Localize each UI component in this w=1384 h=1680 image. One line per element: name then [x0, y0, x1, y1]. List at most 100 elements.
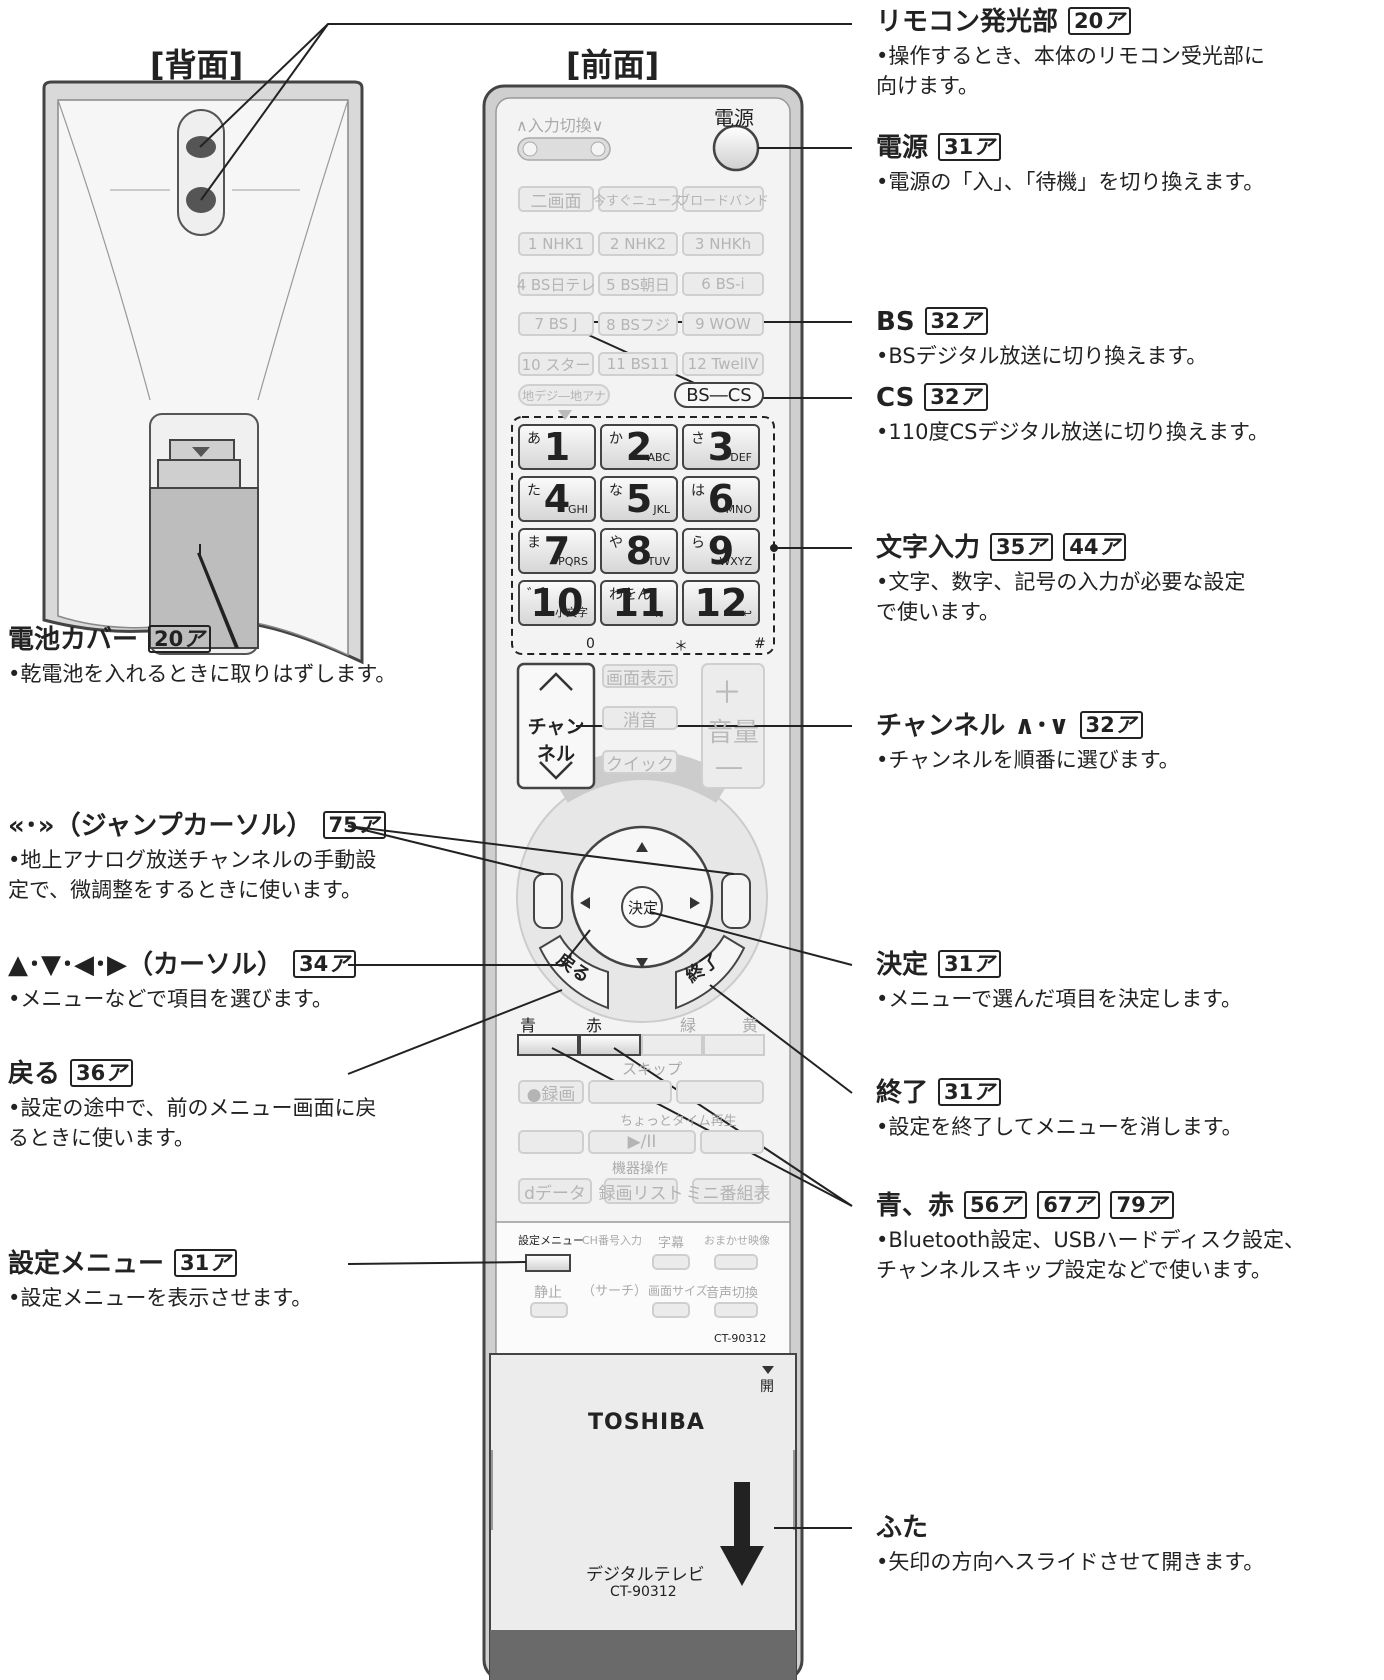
preset-button[interactable]: 1 NHK1: [518, 232, 594, 256]
terrestrial-toggle-button[interactable]: 地デジ―地アナ: [518, 384, 610, 406]
preset-button[interactable]: 11 BS11: [598, 352, 678, 376]
cursor-down-button[interactable]: [630, 952, 654, 972]
annotation-title: «･»（ジャンプカーソル）: [8, 811, 313, 841]
screen-size-button[interactable]: [652, 1302, 690, 1318]
quick-button[interactable]: クイック: [602, 750, 678, 775]
yellow-label: 黄: [742, 1016, 759, 1035]
power-label: 電源: [714, 106, 754, 130]
key-number: 3: [707, 425, 735, 469]
annotation-desc: •Bluetooth設定、USBハードディスク設定、 チャンネルスキップ設定など…: [876, 1228, 1305, 1282]
preset-button[interactable]: 8 BSフジ: [598, 312, 678, 336]
fast-forward-button[interactable]: [700, 1130, 764, 1154]
power-button[interactable]: [714, 126, 758, 170]
preset-button[interactable]: 12 TwellV: [682, 352, 764, 376]
channel-up-button[interactable]: [520, 666, 592, 706]
lid-slide-arrow[interactable]: [720, 1482, 764, 1586]
cursor-left-button[interactable]: [576, 892, 596, 916]
volume-up-label[interactable]: ＋: [712, 676, 742, 711]
preset-button[interactable]: 2 NHK2: [598, 232, 678, 256]
key-letters: TUV: [647, 555, 670, 568]
key-kana: か: [609, 431, 623, 447]
audio-switch-button[interactable]: [714, 1302, 758, 1318]
key-letters: ABC: [647, 451, 670, 464]
omakase-button[interactable]: [714, 1254, 758, 1270]
rewind-button[interactable]: [518, 1130, 584, 1154]
data-button[interactable]: dデータ: [518, 1178, 592, 1204]
search-label: （サーチ）: [582, 1284, 648, 1299]
mini-guide-button[interactable]: ミニ番組表: [686, 1178, 771, 1204]
jump-left-button[interactable]: [534, 874, 562, 928]
page-ref: 31ア: [938, 1078, 1002, 1106]
stop-button[interactable]: [676, 1080, 764, 1104]
front-heading: [前面]: [566, 46, 660, 84]
recording-list-button[interactable]: 録画リスト: [599, 1178, 684, 1204]
settings-menu-button[interactable]: [526, 1255, 570, 1271]
preset-button[interactable]: 4 BS日テレ: [517, 272, 595, 296]
annotation-title: 終了: [876, 1078, 929, 1108]
screen-size-label: 画面サイズ: [648, 1284, 708, 1298]
pause-button[interactable]: [530, 1302, 568, 1318]
device-op-label: 機器操作: [612, 1161, 668, 1177]
annotation-desc: •メニューで選んだ項目を決定します。: [876, 987, 1243, 1011]
cursor-right-button[interactable]: [688, 892, 708, 916]
screen-display-button[interactable]: 画面表示: [602, 664, 678, 689]
page-ref: 31ア: [938, 950, 1002, 978]
play-pause-button[interactable]: ▶/II: [588, 1130, 696, 1154]
volume-down-label[interactable]: ―: [716, 752, 742, 782]
preset-button[interactable]: 5 BS朝日: [598, 272, 678, 296]
bs-cs-toggle-button[interactable]: BS―CS: [674, 382, 764, 408]
annotation-desc: •チャンネルを順番に選びます。: [876, 748, 1180, 772]
key-kana: ゛゜: [527, 587, 555, 603]
preset-button[interactable]: 9 WOW: [682, 312, 764, 336]
channel-down-button[interactable]: [520, 746, 592, 786]
broadband-button[interactable]: ブロードバンド: [677, 186, 769, 212]
open-label: 開: [760, 1379, 774, 1395]
cursor-up-button[interactable]: [630, 838, 654, 858]
annotation-title: ▲･▼･◀･▶（カーソル）: [8, 950, 283, 980]
record-button[interactable]: ●録画: [518, 1080, 584, 1105]
preset-button[interactable]: 3 NHKh: [682, 232, 764, 256]
ok-button[interactable]: 決定: [628, 899, 659, 917]
dual-screen-button[interactable]: 二画面: [518, 186, 594, 212]
annotation-desc: •設定メニューを表示させます。: [8, 1286, 313, 1310]
key-number: 6: [707, 477, 735, 521]
key-kana: ま: [527, 535, 541, 551]
annotation-title: 文字入力: [876, 533, 981, 563]
preset-button[interactable]: 7 BS J: [518, 312, 594, 336]
page-ref-2: 67ア: [1037, 1191, 1101, 1219]
key-number: 4: [543, 477, 571, 521]
page-ref: 32ア: [924, 307, 988, 335]
annotation-desc: •操作するとき、本体のリモコン受光部に 向けます。: [876, 44, 1265, 98]
skip-back-button[interactable]: [588, 1080, 672, 1104]
chotto-label: ちょっとタイム再生: [620, 1114, 737, 1129]
annotation-desc: •設定の途中で、前のメニュー画面に戻 るときに使います。: [8, 1096, 377, 1150]
model-label-top: CT-90312: [714, 1332, 767, 1345]
news-button[interactable]: 今すぐニュース: [593, 186, 683, 212]
blue-button[interactable]: [518, 1035, 578, 1055]
preset-button[interactable]: 6 BS-i: [682, 272, 764, 296]
omakase-label: おまかせ映像: [704, 1234, 770, 1247]
annotation-title: BS: [876, 307, 915, 337]
subtitles-button[interactable]: [652, 1254, 690, 1270]
red-button[interactable]: [580, 1035, 640, 1055]
jump-right-button[interactable]: [722, 874, 750, 928]
number-key[interactable]: 12↩: [682, 580, 760, 626]
mute-button[interactable]: 消音: [602, 706, 678, 731]
product-label: デジタルテレビ: [586, 1565, 705, 1585]
preset-button[interactable]: 10 スター: [518, 352, 594, 376]
annotation-lid: ふた •矢印の方向へスライドさせて開きます。: [876, 1512, 1264, 1577]
